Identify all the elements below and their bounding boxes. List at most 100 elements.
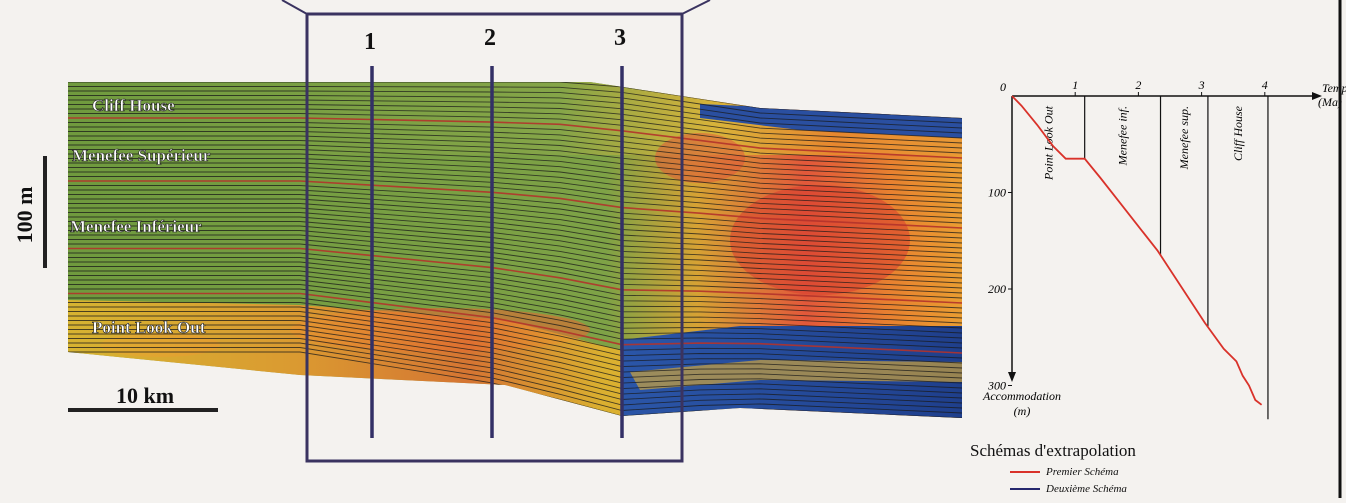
strata-line (68, 275, 962, 334)
strata-line (68, 95, 962, 134)
layer-boundary-line (68, 117, 962, 159)
x-ticks: 1 2 3 4 (1072, 78, 1268, 96)
horizontal-scale-label: 10 km (116, 383, 174, 408)
x-tick-label: 1 (1072, 78, 1078, 92)
strata-line (68, 198, 962, 249)
strata-line (68, 113, 962, 154)
strata-line (68, 234, 962, 289)
strata-line (68, 347, 962, 414)
strata-line (68, 297, 962, 359)
strata-line (68, 90, 962, 129)
strata-line (68, 149, 962, 194)
strata-line (68, 131, 962, 174)
strata-line (68, 221, 962, 274)
y-axis-title: Accommodation (982, 389, 1061, 403)
strata-line (68, 189, 962, 239)
strata-line (68, 158, 962, 204)
stage-label: Cliff House (1231, 105, 1245, 161)
strata-line (68, 306, 962, 369)
strata-line (68, 243, 962, 299)
strata-line (68, 324, 962, 389)
strata-line (68, 99, 962, 139)
strata-line (68, 333, 962, 399)
strata-line (68, 162, 962, 209)
well-2-label: 2 (484, 25, 496, 51)
layer-label-cliff-house: Cliff House (92, 96, 175, 115)
strata-line (68, 288, 962, 349)
strata-line (68, 216, 962, 269)
strata-line (68, 122, 962, 164)
zoom-connector-left (281, 0, 308, 15)
selection-box (305, 12, 684, 463)
layer-label-menefee-superieur: Menefee Supérieur (72, 146, 211, 165)
strata-line (68, 203, 962, 254)
strata-line (68, 230, 962, 284)
layer-boundary-line (68, 180, 962, 229)
x-axis-unit: (Ma) (1318, 95, 1342, 109)
vertical-scale-label: 100 m (12, 187, 37, 244)
strata-line (68, 144, 962, 189)
strata-line (68, 315, 962, 379)
strata-line (68, 126, 962, 169)
strata-line (68, 225, 962, 279)
strata-line (68, 252, 962, 309)
legend-label-deuxieme: Deuxième Schéma (1045, 483, 1127, 495)
y-axis-arrow (1008, 372, 1016, 382)
origin-label: 0 (1000, 80, 1006, 94)
strata-line (68, 239, 962, 294)
x-tick-label: 2 (1135, 78, 1141, 92)
strata-line (68, 261, 962, 319)
legend-label-premier: Premier Schéma (1045, 466, 1119, 478)
layer-boundary-line (68, 247, 962, 304)
legend: Schémas d'extrapolation Premier Schéma D… (970, 441, 1136, 495)
y-tick-label: 300 (987, 379, 1006, 393)
layer-label-point-look-out: Point Look Out (92, 318, 206, 337)
strata-line (68, 86, 962, 124)
strata-line (68, 194, 962, 244)
well-1-label: 1 (364, 29, 376, 55)
strata-line (68, 171, 962, 219)
strata-line (68, 284, 962, 344)
strata-line (68, 338, 962, 404)
layer-boundary-line (68, 292, 962, 354)
layer-lines (68, 82, 962, 418)
strata-line (68, 167, 962, 214)
strata-line (68, 140, 962, 184)
strata-line (68, 108, 962, 149)
strata-line (68, 266, 962, 324)
strata-line (68, 302, 962, 364)
legend-title: Schémas d'extrapolation (970, 441, 1136, 460)
series-group (1011, 95, 1263, 406)
strata-line (68, 279, 962, 339)
strata-line (68, 135, 962, 179)
strata-line (68, 207, 962, 259)
zoom-connector-right (681, 0, 711, 15)
y-axis-unit: (m) (1014, 404, 1031, 418)
strata-line (68, 257, 962, 314)
x-axis-arrow (1312, 92, 1322, 100)
x-axis-title: Temps (1322, 81, 1346, 95)
strata-line (68, 311, 962, 374)
strata-line (68, 329, 962, 394)
strata-line (68, 320, 962, 384)
strata-line (68, 342, 962, 409)
strata-line (68, 185, 962, 234)
x-tick-label: 4 (1262, 78, 1268, 92)
geologic-section: Cliff House Menefee Supérieur Menefee In… (12, 0, 962, 463)
strata-line (68, 82, 962, 119)
strata-line (68, 270, 962, 329)
x-tick-label: 3 (1198, 78, 1205, 92)
strata-line (68, 212, 962, 264)
layer-label-menefee-inferieur: Menefee Inférieur (70, 217, 202, 236)
series-line (1011, 95, 1263, 406)
strata-line (68, 104, 962, 144)
stage-label: Menefee sup. (1177, 106, 1191, 170)
y-tick-label: 200 (988, 282, 1006, 296)
stage-label: Point Look Out (1041, 105, 1055, 181)
strata-line (68, 153, 962, 199)
